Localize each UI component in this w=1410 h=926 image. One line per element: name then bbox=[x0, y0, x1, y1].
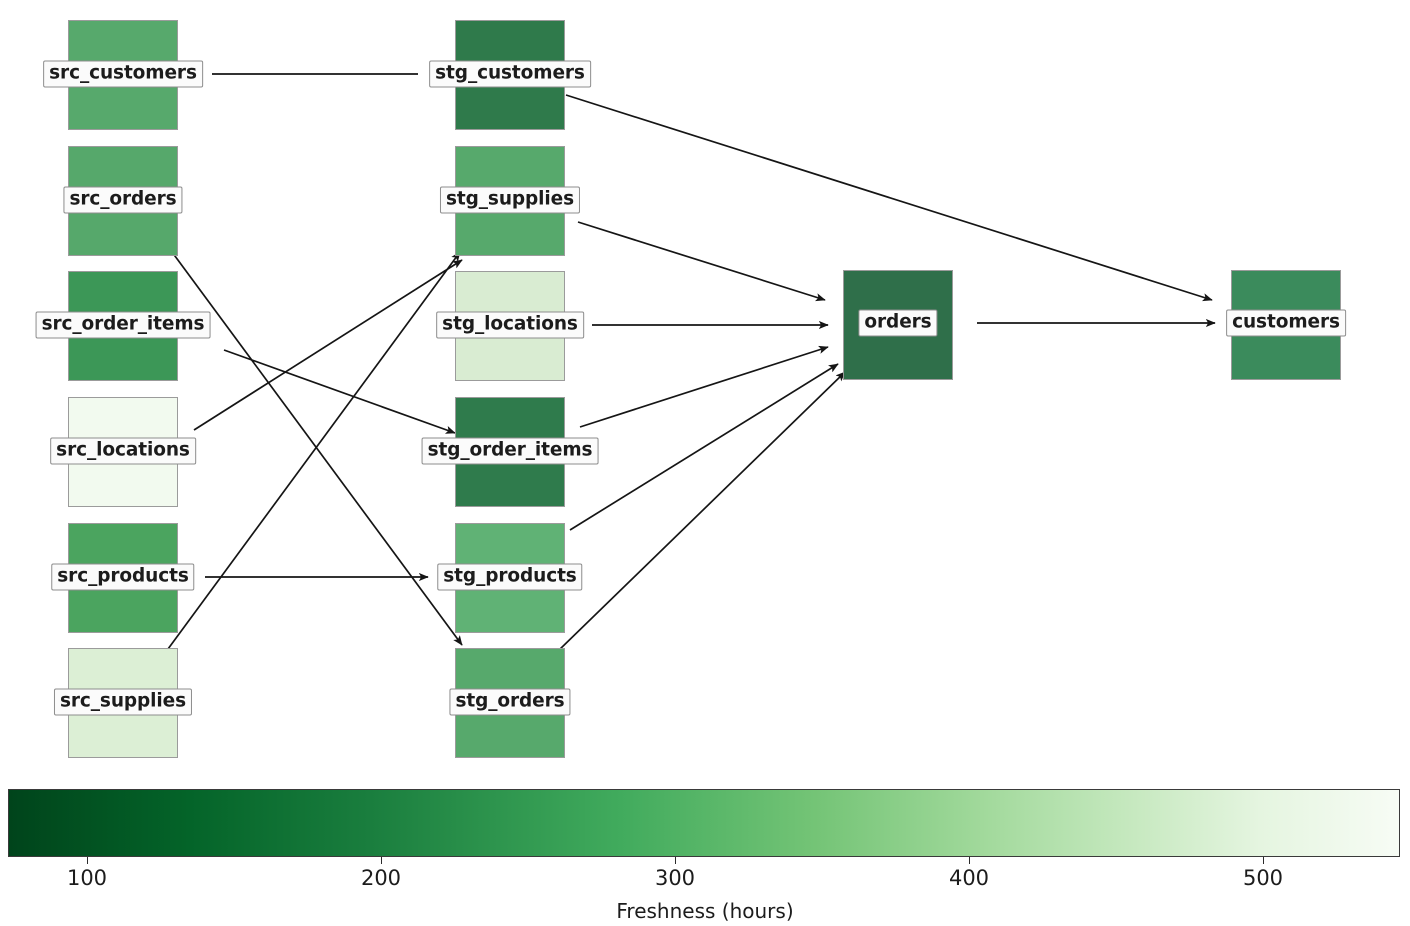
node-label-src_order_items[interactable]: src_order_items bbox=[35, 311, 211, 339]
node-label-stg_products[interactable]: stg_products bbox=[437, 563, 583, 591]
node-label-src_locations[interactable]: src_locations bbox=[50, 437, 196, 465]
node-label-stg_locations[interactable]: stg_locations bbox=[436, 311, 584, 339]
colorbar-tick-400 bbox=[969, 857, 971, 864]
edge-stg_products-orders bbox=[569, 363, 839, 531]
colorbar-ticklabel-200: 200 bbox=[360, 866, 402, 890]
colorbar-gradient bbox=[8, 789, 1400, 857]
node-label-src_customers[interactable]: src_customers bbox=[43, 60, 203, 88]
colorbar-axis-title: Freshness (hours) bbox=[616, 899, 794, 923]
node-label-orders[interactable]: orders bbox=[858, 309, 938, 337]
edge-stg_orders-orders bbox=[556, 371, 846, 653]
colorbar-ticklabel-400: 400 bbox=[948, 866, 990, 890]
colorbar-area: 100 200 300 400 500 Freshness (hours) bbox=[0, 780, 1410, 926]
node-label-stg_supplies[interactable]: stg_supplies bbox=[439, 186, 581, 214]
edge-layer bbox=[167, 73, 1216, 653]
node-label-stg_customers[interactable]: stg_customers bbox=[429, 60, 591, 88]
edge-stg_supplies-orders bbox=[577, 221, 826, 302]
node-label-stg_order_items[interactable]: stg_order_items bbox=[421, 437, 599, 465]
node-label-src_orders[interactable]: src_orders bbox=[63, 186, 183, 214]
colorbar-ticklabel-100: 100 bbox=[66, 866, 108, 890]
edge-src_order_items-stg_order_items bbox=[223, 349, 456, 434]
colorbar-tick-300 bbox=[675, 857, 677, 864]
graph-area: src_customers src_orders src_order_items… bbox=[35, 20, 1346, 758]
edge-src_locations-stg_locations bbox=[193, 259, 463, 431]
node-label-stg_orders[interactable]: stg_orders bbox=[449, 688, 571, 716]
colorbar-tick-100 bbox=[87, 857, 89, 864]
node-label-src_products[interactable]: src_products bbox=[51, 563, 195, 591]
colorbar-tick-200 bbox=[381, 857, 383, 864]
node-label-src_supplies[interactable]: src_supplies bbox=[53, 688, 193, 716]
edge-stg_order_items-orders bbox=[579, 345, 829, 428]
edge-src_orders-stg_orders bbox=[171, 251, 463, 646]
colorbar-ticklabel-500: 500 bbox=[1242, 866, 1284, 890]
colorbar-tick-500 bbox=[1263, 857, 1265, 864]
node-label-customers[interactable]: customers bbox=[1226, 309, 1346, 337]
colorbar-ticklabel-300: 300 bbox=[654, 866, 696, 890]
edge-src_supplies-stg_supplies bbox=[167, 251, 461, 650]
